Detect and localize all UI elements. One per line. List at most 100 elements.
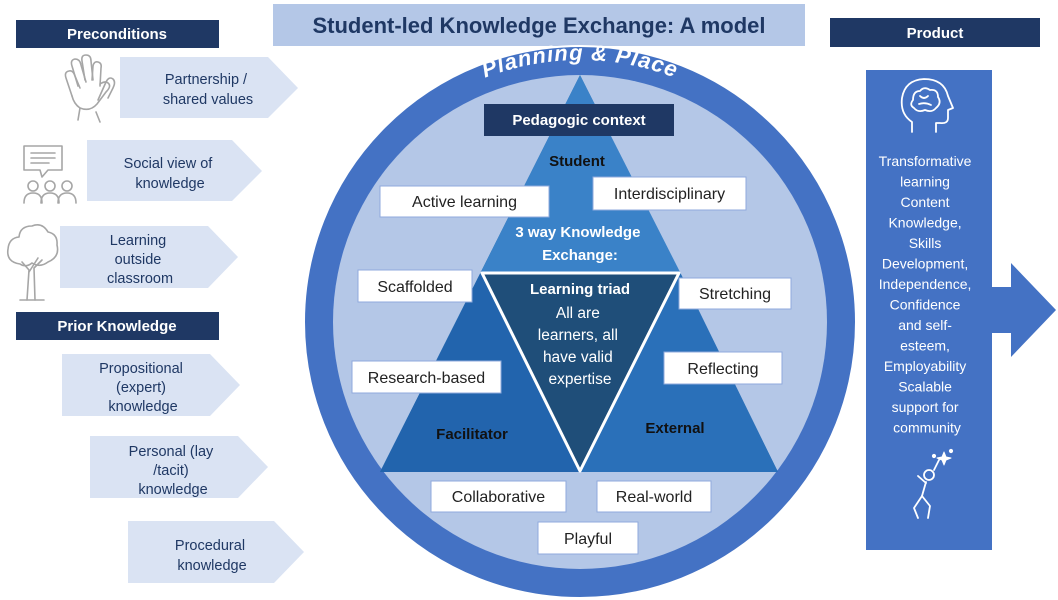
preconditions-header-label: Preconditions [67, 26, 167, 43]
pedagogic-context-background [484, 104, 674, 136]
product-arrow-head [980, 263, 1056, 357]
hands-icon [64, 54, 116, 123]
product-line: esteem, [900, 338, 950, 354]
prior-knowledge-arrow-shape [62, 354, 240, 416]
product-line: community [893, 420, 961, 436]
precondition-arrow-shape [120, 57, 298, 118]
head-brain-icon [900, 78, 954, 133]
product-line: Development, [882, 256, 968, 272]
prior-knowledge-propositional: Propositional (expert) knowledge [62, 354, 240, 416]
prior-knowledge-label-line: Procedural [175, 538, 245, 554]
prior-knowledge-label-line: Personal (lay [129, 444, 214, 460]
preconditions-header-background [16, 20, 219, 48]
quality-real-world: Real-world [596, 480, 712, 513]
learning-triad-title: Learning triad [530, 281, 630, 298]
quality-box [663, 351, 783, 385]
quality-label: Research-based [368, 370, 485, 387]
product-header-background [830, 18, 1040, 47]
product-line: Independence, [879, 276, 972, 292]
product-line: Transformative [879, 153, 972, 169]
facilitator-label: Facilitator [436, 426, 508, 443]
learning-triad-line: learners, all [538, 327, 618, 344]
product-line: Knowledge, [888, 215, 961, 231]
prior-knowledge-label-line: /tacit) [153, 463, 188, 479]
pedagogic-context-text: Pedagogic context [512, 112, 645, 129]
quality-reflecting: Reflecting [663, 351, 783, 385]
prior-knowledge-label-line: (expert) [116, 380, 166, 396]
diagram-title: Student-led Knowledge Exchange: A model [273, 4, 805, 46]
precondition-label: Partnership / shared values [163, 72, 253, 108]
exchange-label: 3 way Knowledge Exchange: [515, 224, 644, 264]
quality-label: Real-world [616, 489, 692, 506]
product-line: Content [901, 194, 950, 210]
prior-knowledge-header-background [16, 312, 219, 340]
prior-knowledge-label: Propositional (expert) knowledge [99, 361, 187, 415]
prior-knowledge-header-label: Prior Knowledge [57, 318, 176, 335]
quality-playful: Playful [537, 521, 639, 555]
precondition-arrow-shape [87, 140, 262, 201]
prior-knowledge-arrow-shape [128, 521, 304, 583]
product-description: Transformative learning Content Knowledg… [879, 153, 976, 436]
product-header: Product [830, 18, 1040, 47]
precondition-label-line: Social view of [124, 156, 214, 172]
prior-knowledge-procedural: Procedural knowledge [128, 521, 304, 583]
prior-knowledge-personal: Personal (lay /tacit) knowledge [90, 436, 268, 498]
learning-triad-line: All are [556, 305, 600, 322]
prior-knowledge-label-line: Propositional [99, 361, 183, 377]
prior-knowledge-header: Prior Knowledge [16, 312, 219, 340]
product-line: support for [892, 399, 959, 415]
tree-icon [6, 224, 59, 301]
quality-box [592, 176, 747, 211]
prior-knowledge-label: Personal (lay /tacit) knowledge [129, 444, 218, 498]
quality-box [357, 269, 473, 303]
precondition-learning-outside: Learning outside classroom [60, 226, 238, 288]
prior-knowledge-label-line: knowledge [138, 482, 207, 498]
title-text: Student-led Knowledge Exchange: A model [312, 13, 765, 38]
preconditions-header: Preconditions [16, 20, 219, 48]
precondition-label-line: classroom [107, 271, 173, 287]
prior-knowledge-label: Procedural knowledge [175, 538, 249, 574]
learning-triad-description: All are learners, all have valid experti… [538, 305, 622, 388]
precondition-label-line: Learning [110, 233, 166, 249]
quality-collaborative: Collaborative [430, 480, 567, 513]
learning-triad-triangle [480, 271, 681, 473]
quality-label: Interdisciplinary [614, 186, 725, 203]
quality-box [678, 277, 792, 310]
learning-triad-line: have valid [543, 349, 613, 366]
quality-label: Stretching [699, 286, 771, 303]
precondition-label: Learning outside classroom [107, 233, 173, 287]
precondition-label-line: shared values [163, 92, 253, 108]
product-line: Scalable [898, 379, 952, 395]
product-line: and self- [898, 317, 952, 333]
quality-box [537, 521, 639, 555]
exchange-label-line: Exchange: [542, 247, 618, 264]
title-background [273, 4, 805, 46]
discussion-icon [23, 145, 77, 204]
precondition-label-line: Partnership / [165, 72, 248, 88]
quality-label: Reflecting [687, 361, 758, 378]
quality-box [430, 480, 567, 513]
exchange-label-line: 3 way Knowledge [515, 224, 640, 241]
product-line: Confidence [890, 297, 961, 313]
quality-stretching: Stretching [678, 277, 792, 310]
precondition-label-line: knowledge [135, 176, 204, 192]
prior-knowledge-arrow-shape [90, 436, 268, 498]
quality-label: Scaffolded [377, 279, 452, 296]
jumping-person-icon [913, 448, 954, 519]
external-label: External [645, 420, 704, 437]
product-header-label: Product [907, 25, 964, 42]
precondition-partnership: Partnership / shared values [120, 57, 298, 118]
product-line: Skills [909, 235, 942, 251]
product-line: learning [900, 174, 950, 190]
quality-label: Collaborative [452, 489, 545, 506]
learning-triad-line: expertise [549, 371, 612, 388]
quality-box [379, 185, 550, 218]
quality-box [351, 360, 502, 394]
precondition-arrow-shape [60, 226, 238, 288]
prior-knowledge-label-line: knowledge [177, 558, 246, 574]
quality-research-based: Research-based [351, 360, 502, 394]
student-segment [481, 75, 680, 272]
precondition-label-line: outside [115, 252, 162, 268]
precondition-label: Social view of knowledge [124, 156, 217, 192]
